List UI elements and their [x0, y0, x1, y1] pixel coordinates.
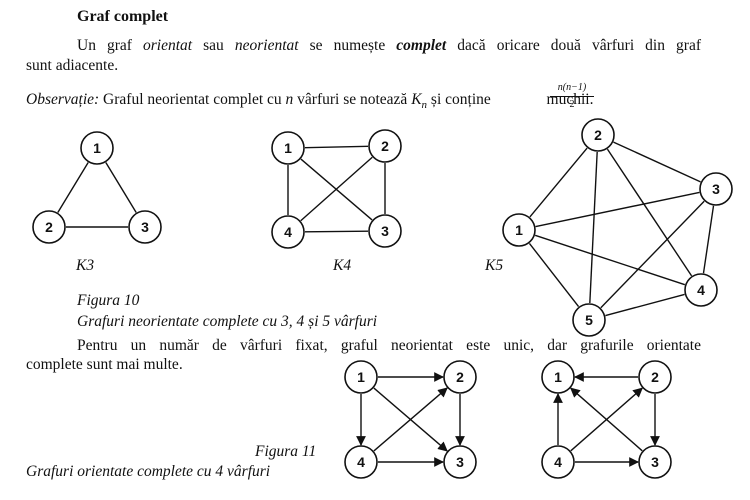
fraction-numerator: n(n−1): [557, 82, 587, 93]
observation-text: muchii.: [542, 91, 594, 108]
definition-text: Un graf: [77, 37, 143, 54]
directed-graph-b: 1 2 3 4: [541, 360, 672, 479]
edge-k4-1-2: [304, 145, 369, 149]
label-k5-text: K5: [485, 257, 504, 274]
node-directed_b-4: [541, 445, 575, 479]
section-title: Graf complet: [77, 8, 169, 25]
node-label-directed_a-3: 3: [456, 454, 464, 470]
edge-k5-4-5: [605, 293, 685, 317]
edge-k5-2-3: [613, 141, 701, 183]
node-directed_b-2: [638, 360, 672, 394]
node-k5-4: [684, 273, 718, 307]
label-k4-text: K4: [333, 257, 352, 274]
edge-k3-1-3: [105, 162, 137, 213]
label-k3: K3: [76, 257, 94, 275]
node-k3-3: [128, 210, 162, 244]
label-k3-text: K3: [76, 257, 95, 274]
node-label-k4-3: 3: [381, 223, 389, 239]
node-label-directed_b-4: 4: [554, 454, 562, 470]
fraction-bar: [550, 96, 594, 97]
node-label-directed_a-4: 4: [357, 454, 365, 470]
node-k3-2: [32, 210, 66, 244]
node-label-k5-4: 4: [697, 282, 705, 298]
edge-k4-2-4: [300, 156, 373, 222]
node-label-k5-2: 2: [594, 127, 602, 143]
node-directed_a-1: [344, 360, 378, 394]
node-label-k4-4: 4: [284, 224, 292, 240]
node-label-directed_b-3: 3: [651, 454, 659, 470]
node-k5-2: [581, 118, 615, 152]
edge-k5-2-4: [606, 148, 693, 277]
node-label-k3-1: 1: [93, 140, 101, 156]
node-k5-5: [572, 303, 606, 337]
node-k4-3: [368, 214, 402, 248]
observation-line: Observație: Graful neorientat complet cu…: [26, 91, 593, 114]
term-neorientat: neorientat: [234, 37, 299, 54]
node-k3-1: [80, 131, 114, 165]
definition-text: se numește: [298, 37, 397, 54]
label-k4: K4: [333, 257, 351, 275]
definition-text: sau: [192, 37, 235, 54]
figure11-number: Figura 11: [255, 443, 317, 460]
graph-k5: 1 2 3 4 5: [502, 118, 733, 337]
node-k5-3: [699, 172, 733, 206]
node-label-directed_a-2: 2: [456, 369, 464, 385]
edge-k3-1-2: [57, 162, 89, 213]
observation-text: Graful neorientat complet cu: [99, 91, 286, 108]
kn-symbol: K: [411, 91, 422, 108]
definition-line-1: Un graf orientat sau neorientat se numeș…: [77, 37, 701, 55]
figure10-caption: Grafuri neorientate complete cu 3, 4 și …: [77, 313, 378, 330]
node-label-directed_b-2: 2: [651, 369, 659, 385]
node-directed_a-3: [443, 445, 477, 479]
edge-k4-3-4: [304, 230, 369, 233]
edge-k5-3-4: [702, 205, 715, 274]
node-label-k4-1: 1: [284, 140, 292, 156]
edge-k5-1-5: [528, 242, 580, 308]
node-k4-4: [271, 215, 305, 249]
edge-k5-2-5: [589, 151, 598, 304]
node-label-k5-5: 5: [585, 312, 593, 328]
figure11-caption: Grafuri orientate complete cu 4 vârfuri: [26, 463, 271, 480]
node-label-directed_a-1: 1: [357, 369, 365, 385]
edge-k5-1-2: [529, 147, 588, 218]
arc-directed_a-4-2: [373, 387, 448, 452]
kn-subscript: n: [421, 99, 428, 112]
node-label-k3-2: 2: [45, 219, 53, 235]
term-complet: complet: [396, 37, 447, 54]
node-k5-1: [502, 213, 536, 247]
node-directed_a-4: [344, 445, 378, 479]
figure10-number: Figura 10: [77, 292, 140, 309]
graph-k4: 1 2 3 4: [271, 129, 402, 249]
node-directed_b-1: [541, 360, 575, 394]
observation-text: și conține: [427, 91, 495, 108]
definition-text: dacă oricare două vârfuri din graf: [446, 37, 701, 54]
observation-label: Observație:: [26, 91, 100, 108]
edge-k5-3-5: [600, 200, 705, 309]
term-orientat: orientat: [143, 37, 193, 54]
arc-directed_b-4-2: [570, 387, 643, 452]
node-label-directed_b-1: 1: [554, 369, 562, 385]
graph-k3: 1 2 3: [32, 131, 162, 244]
label-k5: K5: [485, 257, 503, 275]
edge-k5-1-3: [535, 191, 700, 228]
node-label-k5-1: 1: [515, 222, 523, 238]
node-directed_a-2: [443, 360, 477, 394]
variable-n: n: [285, 91, 294, 108]
node-label-k4-2: 2: [381, 138, 389, 154]
edge-k5-1-4: [534, 234, 686, 286]
definition-line-2: sunt adiacente.: [26, 57, 119, 74]
node-k4-1: [271, 131, 305, 165]
node-label-k5-3: 3: [712, 181, 720, 197]
directed-graph-a: 1 2 3 4: [344, 360, 477, 479]
observation-text: vârfuri se notează: [293, 91, 412, 108]
paragraph2-line-2: complete sunt mai multe.: [26, 356, 183, 373]
paragraph2-line-1: Pentru un număr de vârfuri fixat, graful…: [77, 337, 701, 354]
node-label-k3-3: 3: [141, 219, 149, 235]
fraction-denominator: 2: [569, 99, 575, 110]
node-directed_b-3: [638, 445, 672, 479]
node-k4-2: [368, 129, 402, 163]
